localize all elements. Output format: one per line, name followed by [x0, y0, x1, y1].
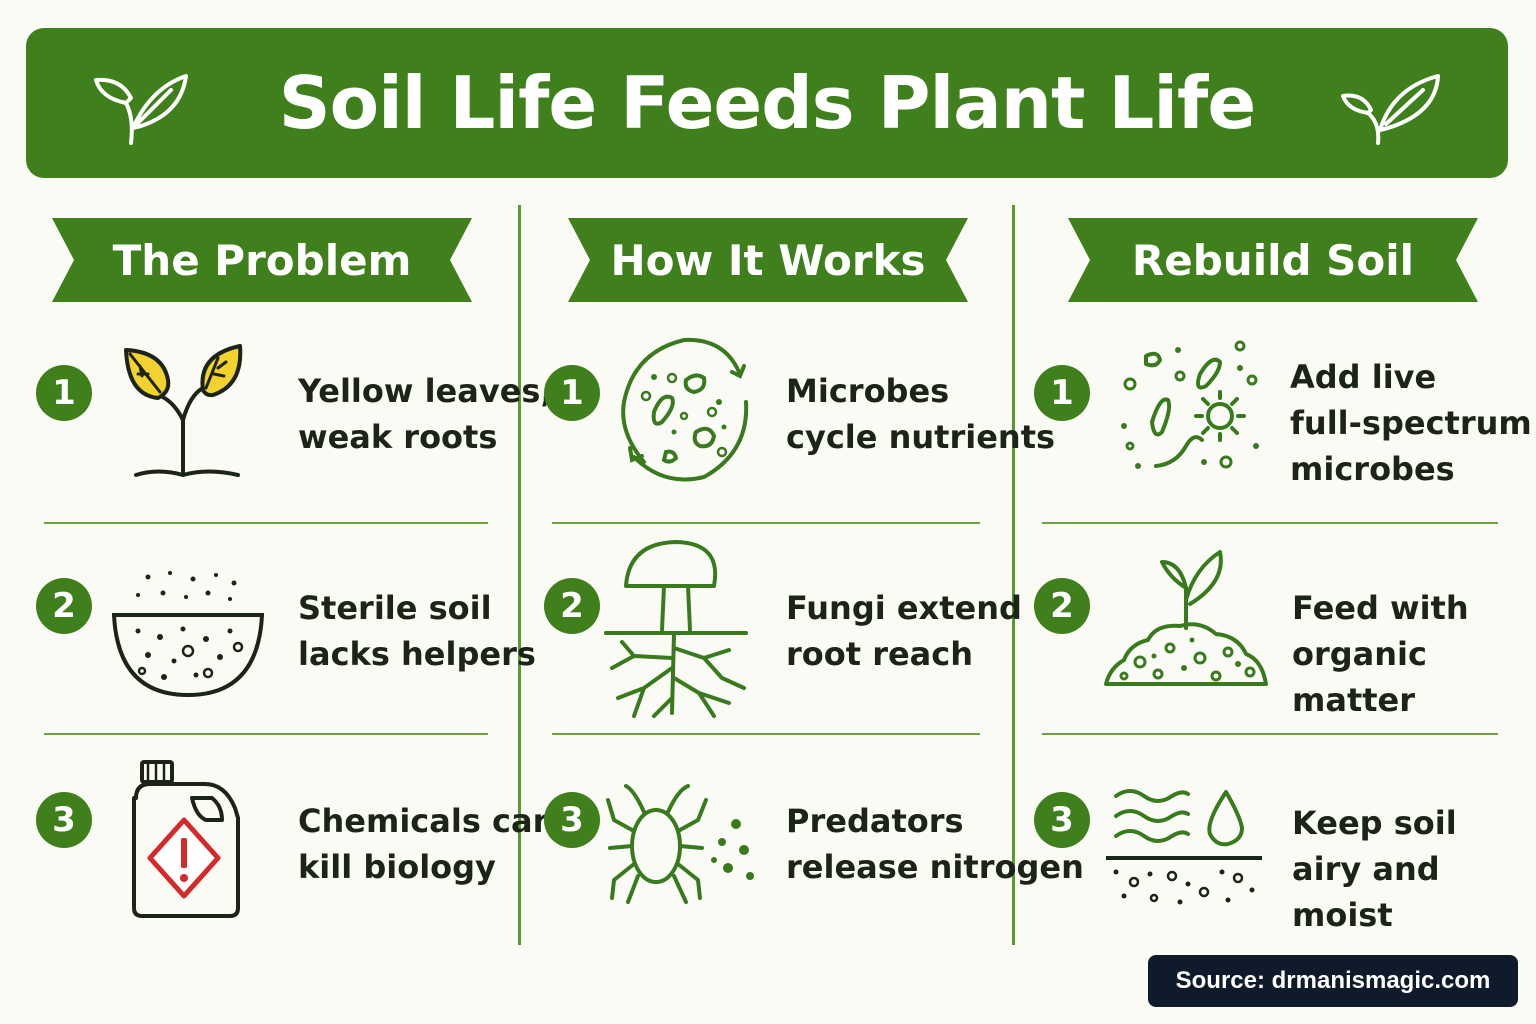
step-number: 1	[544, 365, 600, 421]
step-number: 2	[36, 578, 92, 634]
leaf-icon	[1341, 74, 1440, 145]
leaf-icon	[94, 74, 188, 145]
row-divider	[552, 733, 980, 735]
mite-nutrients-icon	[606, 784, 754, 904]
yellow-sprout-icon	[124, 344, 243, 477]
item-text: Sterile soil lacks helpers	[298, 589, 536, 673]
row-divider	[44, 733, 488, 735]
row-divider	[1042, 733, 1498, 735]
column-divider	[1012, 205, 1015, 945]
compost-sprout-icon	[1104, 550, 1268, 686]
item-text: Add live full-spectrum microbes	[1290, 358, 1532, 488]
microbe-cycle-icon	[621, 337, 749, 482]
title-banner: Soil Life Feeds Plant Life	[26, 28, 1508, 178]
column-heading-how: How It Works	[568, 218, 968, 302]
item-text: Feed with organic matter	[1292, 589, 1469, 719]
column-heading-problem: The Problem	[52, 218, 472, 302]
chemical-jug-warning-icon	[132, 760, 240, 918]
step-number: 2	[1034, 578, 1090, 634]
step-number: 3	[36, 792, 92, 848]
step-number: 2	[544, 578, 600, 634]
item-text: Yellow leaves, weak roots	[298, 372, 553, 456]
item-text: Microbes cycle nutrients	[786, 372, 1056, 456]
step-number: 1	[36, 365, 92, 421]
row-divider	[552, 522, 980, 524]
column-heading-rebuild: Rebuild Soil	[1068, 218, 1478, 302]
item-text: Keep soil airy and moist	[1292, 804, 1457, 934]
row-divider	[44, 522, 488, 524]
item-text: Predators release nitrogen	[786, 802, 1084, 886]
item-text: Chemicals can kill biology	[298, 802, 556, 886]
column-divider	[518, 205, 521, 945]
mushroom-roots-icon	[604, 540, 748, 718]
step-number: 3	[544, 792, 600, 848]
step-number: 3	[1034, 792, 1090, 848]
sterile-soil-bowl-icon	[111, 571, 265, 698]
row-divider	[1042, 522, 1498, 524]
airy-moist-soil-icon	[1106, 789, 1262, 905]
microbes-icon	[1121, 340, 1259, 469]
item-text: Fungi extend root reach	[786, 589, 1022, 673]
step-number: 1	[1034, 365, 1090, 421]
source-badge: Source: drmanismagic.com	[1148, 955, 1518, 1007]
page-title: Soil Life Feeds Plant Life	[278, 61, 1256, 145]
